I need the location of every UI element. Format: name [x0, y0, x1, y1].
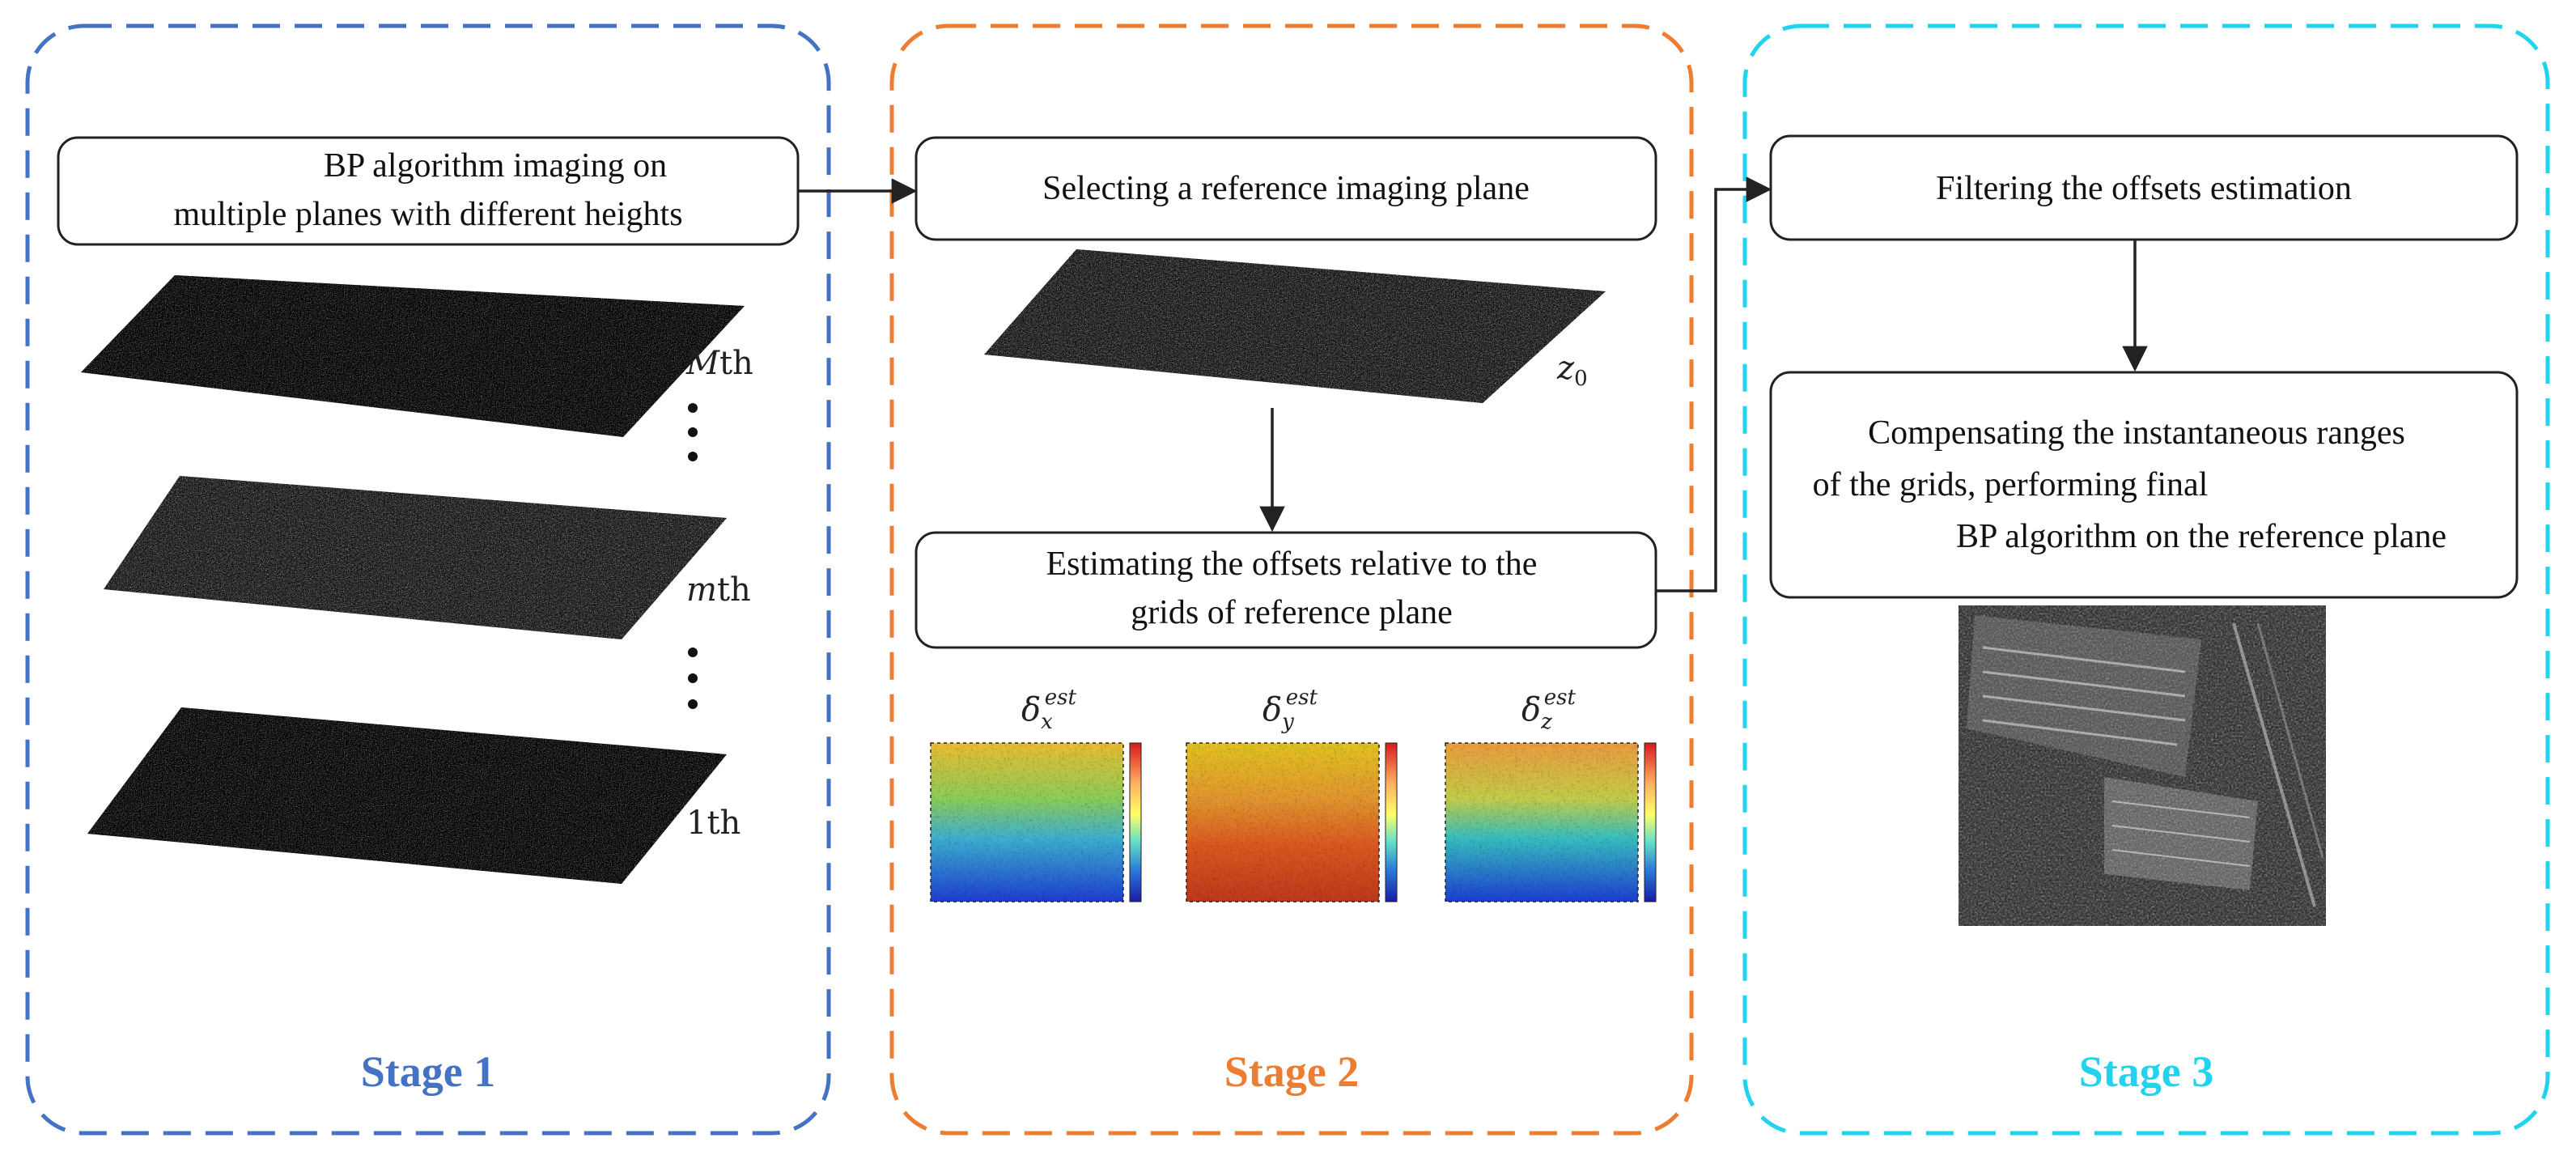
- stage3-compensate-line3: BP algorithm on the reference plane: [1956, 518, 2447, 555]
- stage2-container: [889, 23, 1694, 1136]
- stage3-compensate-box: [1769, 371, 2519, 599]
- stage2-estimate-line1: Estimating the offsets relative to the: [1046, 546, 1538, 583]
- stage3-container: [1742, 23, 2550, 1136]
- ellipsis-dots-upper: [688, 403, 698, 461]
- stage3-compensate-line1: Compensating the instantaneous ranges: [1868, 414, 2405, 452]
- offset-label-z: δzest: [1521, 686, 1577, 734]
- sar-plane-top: [81, 275, 745, 437]
- offset-map-x: δxest: [930, 686, 1142, 902]
- stage2-estimate-line2: grids of reference plane: [1131, 594, 1453, 631]
- stage3-filter-text: Filtering the offsets estimation: [1936, 170, 2352, 207]
- stage3-filter-box: [1769, 134, 2519, 241]
- sar-plane-bottom: [87, 707, 727, 884]
- stage2-label: Stage 2: [1224, 1047, 1359, 1096]
- stage2-select-text: Selecting a reference imaging plane: [1042, 170, 1530, 207]
- stage1-container: [25, 23, 831, 1136]
- reference-sar-plane: [984, 249, 1606, 403]
- final-sar-image: [1959, 605, 2326, 926]
- offset-label-x: δxest: [1021, 686, 1076, 734]
- stage1-box-line2: multiple planes with different heights: [173, 196, 682, 233]
- stage2-select-box: [915, 136, 1657, 241]
- reference-plane-label: z0: [1556, 350, 1588, 391]
- sar-plane-middle: [104, 476, 727, 639]
- stage3-label: Stage 3: [2079, 1047, 2213, 1096]
- stage3-compensate-line2: of the grids, performing final: [1813, 466, 2209, 503]
- stage1-label: Stage 1: [361, 1047, 495, 1096]
- ellipsis-dots-lower: [688, 648, 698, 709]
- plane-label-mth-lower: mth: [686, 571, 751, 609]
- plane-label-mth-upper: Mth: [685, 345, 753, 382]
- stage1-box-line1: BP algorithm imaging on: [324, 147, 667, 185]
- plane-label-1th: 1th: [686, 805, 741, 842]
- offset-map-y: δyest: [1186, 686, 1398, 902]
- offset-map-z: δzest: [1445, 686, 1657, 902]
- arrow-stage2-to-stage3: [1656, 176, 1772, 592]
- offset-label-y: δyest: [1263, 686, 1318, 734]
